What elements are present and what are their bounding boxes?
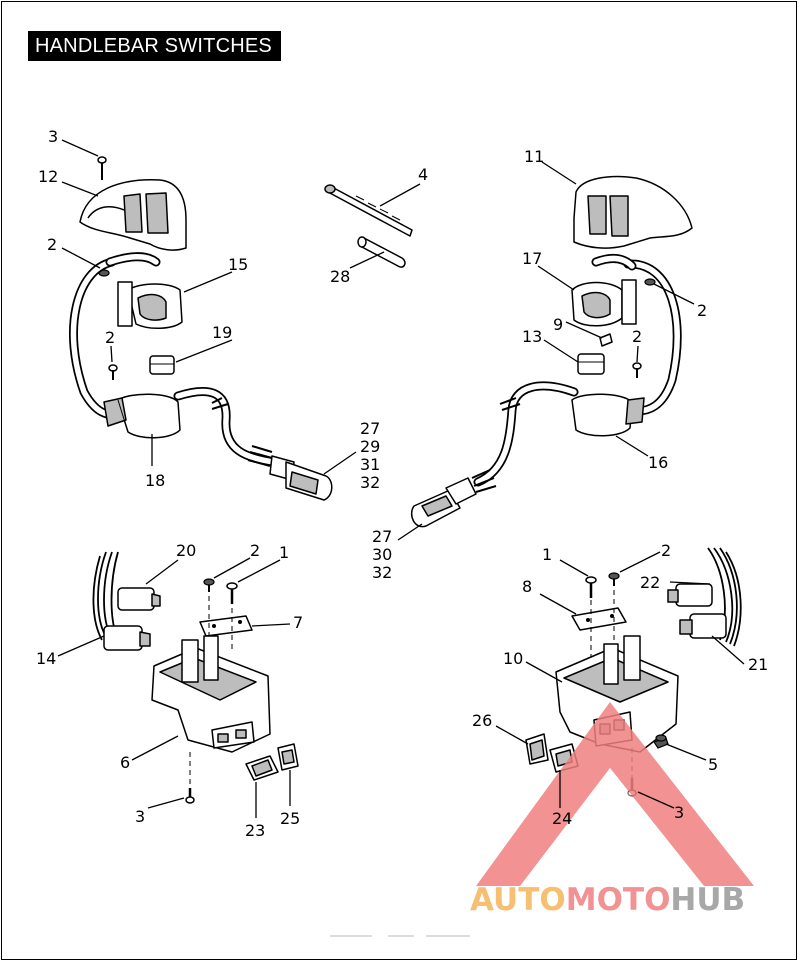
callout-18: 18: [145, 471, 165, 490]
callout-8: 8: [522, 577, 532, 596]
callout-14: 14: [36, 649, 56, 668]
cable-strap-4: [324, 184, 413, 237]
grommet-5: [653, 734, 669, 749]
callout-13: 13: [522, 327, 542, 346]
callout-4: 4: [418, 165, 428, 184]
callout-27: 27: [360, 419, 380, 438]
lower-housing-16: [571, 393, 645, 437]
connector-27-30-32: [410, 469, 497, 528]
callout-6: 6: [120, 753, 130, 772]
mounting-plate-7: [199, 615, 253, 637]
screw-2-lower-right: [608, 572, 620, 586]
callout-2: 2: [47, 235, 57, 254]
switch-housing-6: [151, 635, 271, 753]
button-25: [277, 743, 299, 771]
switch-21: [679, 613, 727, 639]
switch-housing-cover-11: [573, 175, 693, 249]
screw-2-right-b: [632, 362, 642, 378]
switch-19: [149, 355, 175, 375]
switch-14: [103, 625, 151, 651]
callout-20: 20: [176, 541, 196, 560]
left-lower-assembly: [92, 551, 299, 804]
left-upper-assembly: [69, 156, 333, 501]
callout-19: 19: [212, 323, 232, 342]
callout-5: 5: [708, 755, 718, 774]
callout-32: 32: [372, 563, 392, 582]
callout-21: 21: [748, 655, 768, 674]
callout-3: 3: [674, 803, 684, 822]
callout-7: 7: [293, 613, 303, 632]
screw-1-lower-left: [226, 582, 238, 604]
screw-3-top-left: [97, 156, 107, 180]
callout-3: 3: [135, 807, 145, 826]
callout-2: 2: [661, 541, 671, 560]
callout-27: 27: [372, 527, 392, 546]
callout-22: 22: [640, 573, 660, 592]
callout-2: 2: [632, 327, 642, 346]
sleeve-28: [357, 236, 406, 268]
screw-1-lower-right: [585, 576, 597, 598]
callout-numbers: 3 12 2 15 2 19 18 4 28 27 29 31 32 11 17…: [36, 127, 768, 840]
watermark-logo: AUTOMOTOHUB: [470, 702, 754, 918]
lower-housing-18: [103, 393, 181, 439]
callout-2: 2: [105, 328, 115, 347]
screw-2-lower-left: [203, 578, 215, 592]
callout-15: 15: [228, 255, 248, 274]
switch-22: [667, 583, 713, 607]
callout-30: 30: [372, 545, 392, 564]
callout-10: 10: [503, 649, 523, 668]
callout-3: 3: [48, 127, 58, 146]
callout-12: 12: [38, 167, 58, 186]
callout-2: 2: [250, 541, 260, 560]
switch-17: [571, 279, 637, 327]
callout-26: 26: [472, 711, 492, 730]
switch-housing-cover-12: [79, 179, 187, 251]
screw-2-left-b: [108, 364, 118, 380]
switch-15: [117, 281, 183, 329]
page-title: HANDLEBAR SWITCHES: [28, 31, 281, 61]
watermark-text: AUTOMOTOHUB: [470, 882, 745, 918]
screw-2-right-a: [644, 278, 656, 286]
button-23: [245, 755, 279, 781]
callout-31: 31: [360, 455, 380, 474]
watermark-triangle-icon: [476, 702, 754, 886]
button-26: [525, 733, 549, 765]
part-9: [599, 333, 613, 347]
callout-1: 1: [542, 545, 552, 564]
callout-leaders: [57, 139, 745, 818]
screw-3-lower-left: [185, 788, 195, 804]
right-upper-assembly: [410, 175, 693, 528]
callout-23: 23: [245, 821, 265, 840]
callout-11: 11: [524, 147, 544, 166]
callout-28: 28: [330, 267, 350, 286]
callout-32: 32: [360, 473, 380, 492]
callout-1: 1: [279, 543, 289, 562]
callout-9: 9: [553, 315, 563, 334]
mounting-plate-8: [571, 607, 627, 631]
connector-27-29-31-32: [247, 445, 333, 501]
switch-20: [117, 587, 161, 611]
callout-17: 17: [522, 249, 542, 268]
callout-16: 16: [648, 453, 668, 472]
callout-25: 25: [280, 809, 300, 828]
callout-2: 2: [697, 301, 707, 320]
callout-24: 24: [552, 809, 572, 828]
callout-29: 29: [360, 437, 380, 456]
switch-13: [577, 353, 605, 375]
